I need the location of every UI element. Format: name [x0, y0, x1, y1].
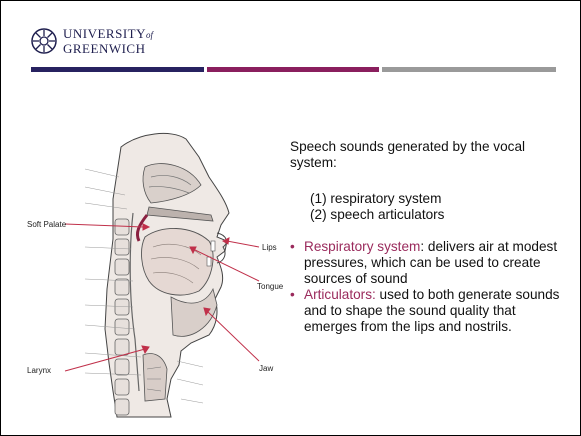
bullet-item: •Respiratory system: delivers air at mod… [290, 239, 560, 287]
head-section-illustration [85, 133, 229, 417]
numbered-item: (2) speech articulators [310, 207, 560, 223]
lips-label: Lips [262, 243, 277, 252]
bullet-term: Articulators: [304, 287, 376, 302]
crest-icon [31, 28, 57, 54]
logo-of: of [146, 30, 153, 40]
jaw-label: Jaw [259, 364, 273, 373]
bullet-icon: • [290, 239, 295, 255]
vocal-tract-diagram: Soft Palate Larynx Lips Tongue Jaw [21, 129, 299, 419]
slide-body: Speech sounds generated by the vocal sys… [290, 139, 560, 335]
bullet-item: •Articulators: used to both generate sou… [290, 287, 560, 335]
bullet-list: •Respiratory system: delivers air at mod… [290, 239, 560, 335]
logo-line1: UNIVERSITY [63, 26, 146, 41]
divider-bar-grey [382, 67, 556, 72]
bullet-term: Respiratory system [304, 239, 420, 254]
bullet-icon: • [290, 287, 295, 303]
divider-bar-magenta [207, 67, 379, 72]
numbered-list: (1) respiratory system (2) speech articu… [310, 191, 560, 223]
logo-wordmark: UNIVERSITYof GREENWICH [63, 27, 153, 55]
larynx-label: Larynx [27, 366, 51, 375]
tongue-label: Tongue [257, 282, 284, 291]
numbered-item: (1) respiratory system [310, 191, 560, 207]
header-divider [31, 67, 556, 72]
lips-pointer [227, 241, 259, 247]
jaw-pointer [207, 311, 259, 361]
intro-text: Speech sounds generated by the vocal sys… [290, 139, 560, 171]
soft-palate-label: Soft Palate [27, 220, 67, 229]
university-logo: UNIVERSITYof GREENWICH [31, 27, 153, 55]
divider-bar-navy [31, 67, 204, 72]
logo-line2: GREENWICH [63, 42, 153, 55]
